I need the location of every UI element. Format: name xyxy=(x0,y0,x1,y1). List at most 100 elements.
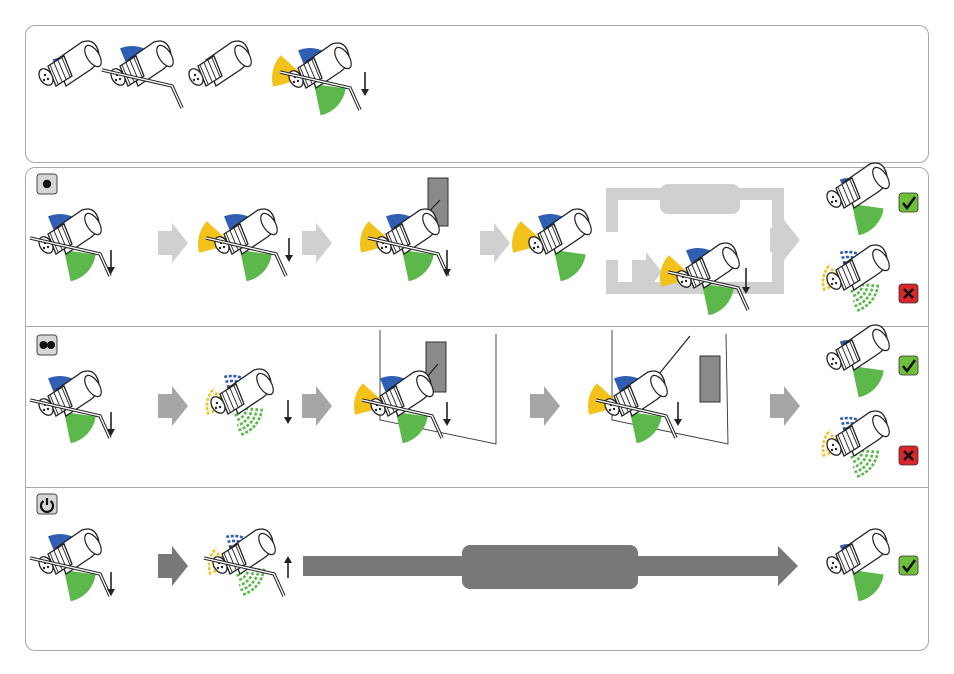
up-arrow-icon xyxy=(284,556,292,578)
connector-device-icon-part xyxy=(193,79,195,81)
connector-device-icon xyxy=(186,41,255,88)
up-arrow-icon-part xyxy=(284,417,292,424)
flow-arrow-icon xyxy=(480,223,510,263)
flow-arrow-icon xyxy=(158,223,188,263)
flow-arrow-icon xyxy=(302,386,332,426)
connector-device-icon-part xyxy=(534,242,536,244)
flow-arrow-icon xyxy=(770,386,800,426)
green-sector xyxy=(314,84,346,115)
connector-device-icon-part xyxy=(43,247,45,249)
connector-device-icon xyxy=(272,43,360,115)
connector-device-icon-part xyxy=(119,78,121,80)
connector-device-icon-part xyxy=(43,409,45,411)
connector-device-icon-part xyxy=(375,409,377,411)
connector-device-icon-part xyxy=(44,74,46,76)
connector-device-icon xyxy=(198,209,286,281)
connector-device-icon-part xyxy=(832,358,834,360)
down-arrow-icon xyxy=(443,402,451,426)
flow-arrow-icon xyxy=(302,223,332,263)
checkmark-icon-part xyxy=(899,556,918,575)
connector-device-icon-part xyxy=(115,79,117,81)
flow-arrow-icon xyxy=(158,386,188,426)
connector-device-icon xyxy=(588,371,676,443)
flow-arrow-icon xyxy=(158,546,188,586)
connector-device-icon xyxy=(824,529,893,601)
connector-device-icon-part xyxy=(47,408,49,410)
up-arrow-icon xyxy=(285,238,293,262)
connector-device-icon-part xyxy=(385,246,387,248)
connector-device-icon-part xyxy=(835,448,837,450)
connector-device-icon xyxy=(204,529,284,596)
connector-device-icon-part xyxy=(681,281,683,283)
green-sector xyxy=(402,250,434,281)
single-dot-icon xyxy=(37,174,57,194)
connector-device-icon-part xyxy=(47,566,49,568)
green-sector xyxy=(554,250,586,281)
connector-device-icon-part xyxy=(832,196,834,198)
cross-icon xyxy=(899,284,918,303)
down-arrow-icon-part xyxy=(674,419,682,426)
flow-arrow-icon xyxy=(530,386,560,426)
connector-device-icon xyxy=(30,209,110,281)
connector-device-icon xyxy=(30,529,110,601)
connector-device-icon-part xyxy=(533,247,535,249)
connector-device-icon xyxy=(660,243,748,315)
connector-device-icon xyxy=(823,245,893,311)
connector-device-icon-part xyxy=(219,247,221,249)
connector-device-icon-part xyxy=(197,78,199,80)
connector-device-icon-part xyxy=(43,79,45,81)
green-sector xyxy=(64,412,96,443)
connector-device-icon xyxy=(824,325,893,397)
connector-device-icon-part xyxy=(194,74,196,76)
checkmark-icon xyxy=(899,193,918,212)
connector-device-icon xyxy=(824,163,893,235)
connector-device-icon-part xyxy=(832,444,834,446)
connector-device-icon xyxy=(30,371,110,443)
connector-device-icon-part xyxy=(215,407,217,409)
connector-device-icon-part xyxy=(216,402,218,404)
connector-device-icon-part xyxy=(219,406,221,408)
green-sector xyxy=(852,204,884,235)
connector-device-icon-part xyxy=(221,566,223,568)
connector-device-icon xyxy=(207,369,277,435)
down-arrow-icon xyxy=(361,72,369,96)
connector-device-icon-part xyxy=(835,282,837,284)
power-icon xyxy=(37,494,57,514)
connector-device-icon-part xyxy=(47,246,49,248)
connector-device-icon xyxy=(512,209,595,281)
green-sector xyxy=(852,366,884,397)
connector-device-icon-part xyxy=(43,567,45,569)
up-arrow-icon-part xyxy=(284,556,292,563)
connector-device-icon-part xyxy=(831,363,833,365)
connector-device-icon-part xyxy=(223,246,225,248)
connector-device-icon-part xyxy=(537,246,539,248)
connector-device-icon-part xyxy=(685,280,687,282)
down-arrow-icon-part xyxy=(361,89,369,96)
connector-device-icon-part xyxy=(835,200,837,202)
down-arrow-icon-part xyxy=(443,419,451,426)
double-dot-icon-part xyxy=(47,341,55,349)
connector-device-icon-part xyxy=(832,278,834,280)
connector-device-icon xyxy=(823,411,893,477)
double-dot-icon xyxy=(37,335,57,355)
connector-device-icon-part xyxy=(217,567,219,569)
green-sector xyxy=(64,570,96,601)
connector-device-icon xyxy=(360,209,448,281)
connector-device-icon-part xyxy=(831,449,833,451)
connector-device-icon-part xyxy=(831,201,833,203)
green-sector xyxy=(630,412,662,443)
connector-device-icon-part xyxy=(297,80,299,82)
connector-device-icon-part xyxy=(379,408,381,410)
connector-device-icon-part xyxy=(832,562,834,564)
connector-device-icon-part xyxy=(831,283,833,285)
connector-device-icon-part xyxy=(613,408,615,410)
connector-device-icon-part xyxy=(835,362,837,364)
down-arrow-icon xyxy=(674,402,682,426)
loop-label-box xyxy=(660,184,740,214)
connector-device-icon-part xyxy=(835,566,837,568)
down-arrow-icon xyxy=(443,250,451,276)
green-sector xyxy=(396,412,428,443)
green-sector xyxy=(64,250,96,281)
connector-device-icon-part xyxy=(47,78,49,80)
